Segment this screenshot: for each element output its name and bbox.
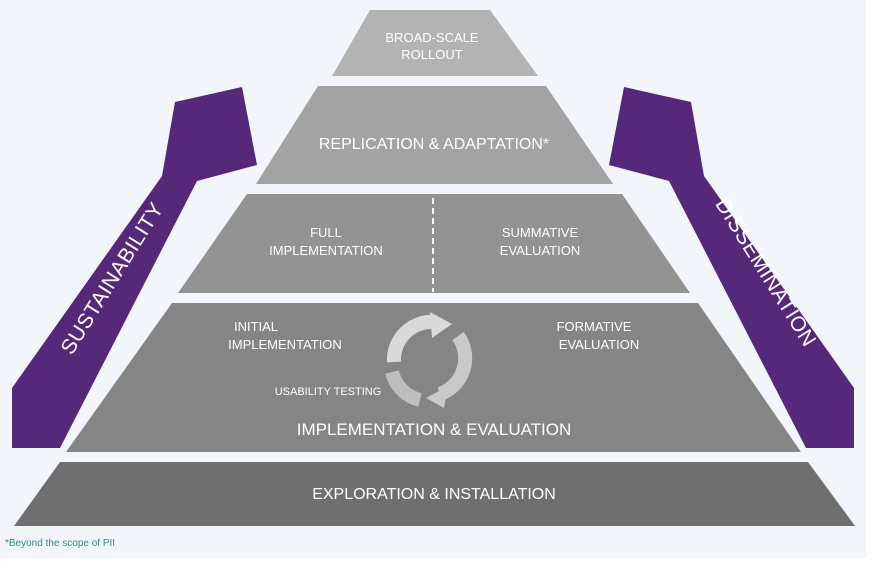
tier-top-line1: BROAD-SCALE bbox=[385, 30, 479, 45]
tier-exploration-installation bbox=[14, 462, 855, 526]
tier-third-right-line1: SUMMATIVE bbox=[502, 225, 579, 240]
tier-third-left-line2: IMPLEMENTATION bbox=[269, 243, 383, 258]
footnote: *Beyond the scope of PII bbox=[5, 538, 116, 549]
cycle-label: USABILITY TESTING bbox=[275, 386, 382, 398]
tier-fourth-left-line2: IMPLEMENTATION bbox=[228, 337, 342, 352]
tier-implementation-evaluation bbox=[66, 303, 801, 452]
tier-second-label: REPLICATION & ADAPTATION* bbox=[319, 136, 549, 153]
tier-fourth-left-line1: INITIAL bbox=[234, 319, 278, 334]
cycle-arrows-icon bbox=[385, 312, 473, 408]
sustainability-arrow bbox=[12, 87, 257, 448]
tier-third-left-line1: FULL bbox=[310, 225, 342, 240]
dissemination-arrow bbox=[609, 87, 854, 448]
tier-third-right-line2: EVALUATION bbox=[500, 243, 580, 258]
tier-fourth-right-line2: EVALUATION bbox=[559, 337, 639, 352]
tier-broad-scale-rollout bbox=[332, 10, 538, 76]
tier-replication-adaptation bbox=[256, 86, 613, 184]
tier-fourth-label: IMPLEMENTATION & EVALUATION bbox=[297, 420, 572, 439]
tier-fourth-right-line1: FORMATIVE bbox=[557, 319, 632, 334]
tier-base-label: EXPLORATION & INSTALLATION bbox=[312, 486, 556, 503]
tier-top-line2: ROLLOUT bbox=[401, 47, 462, 62]
